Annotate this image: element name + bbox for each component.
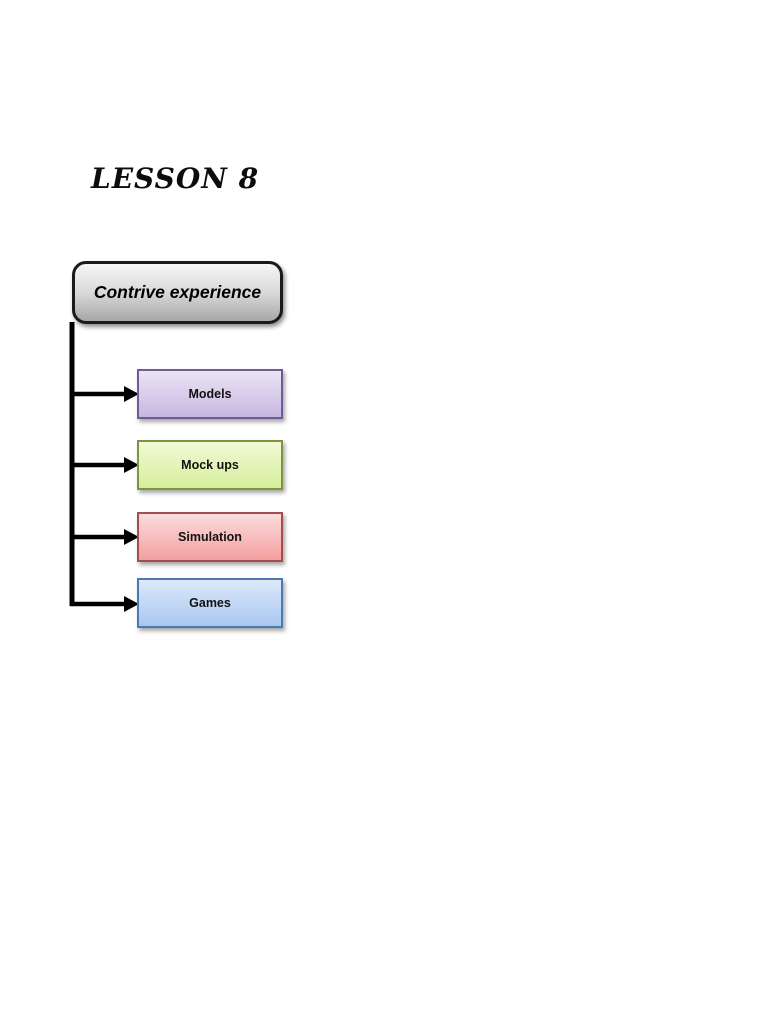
diagram-node-models: Models — [137, 369, 283, 419]
node-label: Mock ups — [181, 458, 239, 472]
node-label: Games — [189, 596, 231, 610]
root-node-label: Contrive experience — [93, 282, 262, 302]
diagram-node-mock-ups: Mock ups — [137, 440, 283, 490]
diagram-node-games: Games — [137, 578, 283, 628]
diagram-root-node-contrive-experience: Contrive experience — [72, 261, 283, 324]
node-label: Models — [188, 387, 232, 401]
page-title: LESSON 8 — [91, 162, 260, 195]
diagram-node-simulation: Simulation — [137, 512, 283, 562]
node-label: Simulation — [178, 530, 242, 544]
